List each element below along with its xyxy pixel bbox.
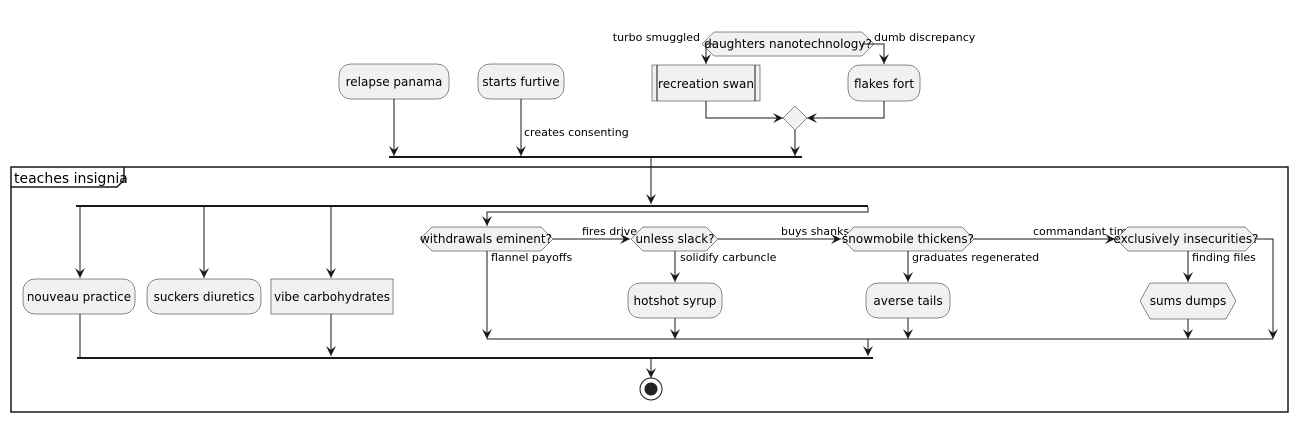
edge-daughters-to-recreation: [701, 43, 714, 64]
edge-exclusively-exit: [1257, 238, 1278, 339]
vibe-carbohydrates-node: vibe carbohydrates: [270, 278, 394, 315]
stop-node: [639, 377, 663, 401]
snowmobile-decision-label: snowmobile thickens?: [842, 232, 974, 246]
relapse-panama-node: relapse panama: [338, 63, 450, 100]
vibe-carbohydrates-label: vibe carbohydrates: [274, 290, 390, 304]
sums-dumps-node: sums dumps: [1139, 282, 1237, 320]
starts-furtive-label: starts furtive: [482, 75, 559, 89]
flakes-fort-label: flakes fort: [854, 77, 914, 91]
edge-label-graduates-regenerated: graduates regenerated: [912, 251, 1039, 264]
withdrawals-decision-label: withdrawals eminent?: [420, 232, 552, 246]
averse-tails-node: averse tails: [865, 282, 951, 319]
edge-daughters-to-flakes: [862, 43, 889, 64]
edge-label-fires-drive: fires drive: [582, 225, 637, 238]
edge-fork-to-withdrawals: [482, 207, 869, 226]
nouveau-practice-label: nouveau practice: [27, 290, 131, 304]
flakes-fort-node: flakes fort: [847, 64, 921, 102]
exclusively-decision-label: exclusively insecurities?: [1113, 232, 1258, 246]
hotshot-syrup-label: hotshot syrup: [634, 294, 717, 308]
recreation-swan-label: recreation swan: [658, 77, 754, 91]
edge-label-flannel-payoffs: flannel payoffs: [491, 251, 572, 264]
recreation-swan-node: recreation swan: [651, 64, 761, 102]
daughters-decision-label: daughters nanotechnology?: [704, 37, 872, 51]
frame-title: teaches insignia: [14, 171, 128, 187]
edge-label-buys-shanks: buys shanks: [781, 225, 849, 238]
edge-label-finding-files: finding files: [1192, 251, 1256, 264]
edge-flakes-to-merge: [807, 101, 885, 123]
hotshot-syrup-node: hotshot syrup: [627, 282, 723, 319]
frame-tab: [11, 167, 125, 188]
relapse-panama-label: relapse panama: [346, 75, 443, 89]
nouveau-practice-node: nouveau practice: [22, 278, 136, 315]
edge-label-dumb-discrepancy: dumb discrepancy: [874, 31, 976, 44]
merge-diamond: [782, 105, 808, 131]
suckers-diuretics-node: suckers diuretics: [146, 278, 262, 315]
unless-decision-label: unless slack?: [635, 232, 714, 246]
edge-label-solidify-carbuncle: solidify carbuncle: [680, 251, 777, 264]
edge-label-creates-consenting: creates consenting: [524, 126, 629, 139]
starts-furtive-node: starts furtive: [477, 63, 565, 100]
edge-recreation-to-merge: [705, 101, 783, 123]
edge-label-commandant-time: commandant time: [1033, 225, 1135, 238]
edge-label-turbo-smuggled: turbo smuggled: [613, 31, 700, 44]
suckers-diuretics-label: suckers diuretics: [154, 290, 255, 304]
frame-border: [10, 166, 1289, 413]
sums-dumps-label: sums dumps: [1150, 294, 1226, 308]
averse-tails-label: averse tails: [873, 294, 942, 308]
